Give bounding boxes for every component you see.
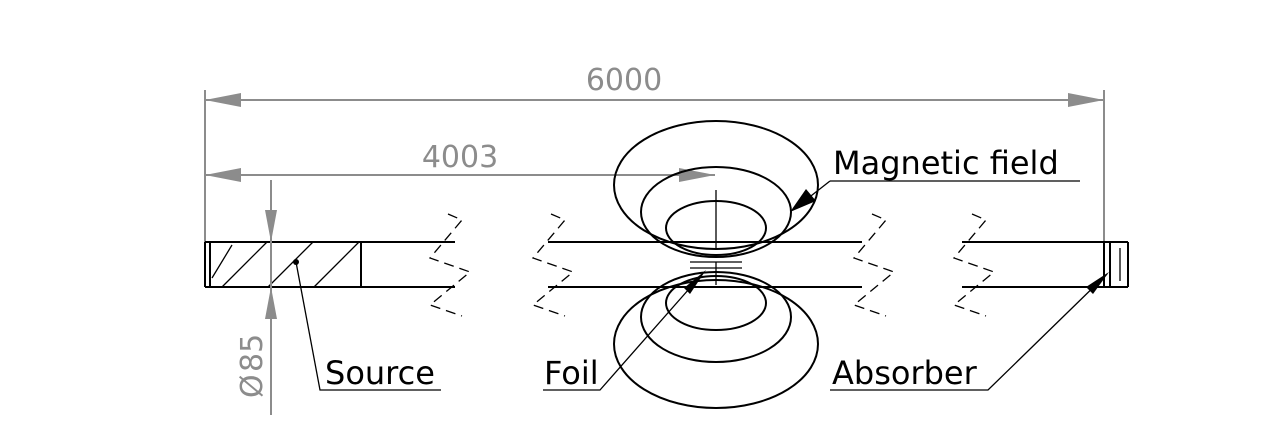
source-label: Source <box>325 354 435 392</box>
break-lines <box>428 213 996 317</box>
leader-absorber: Absorber <box>830 272 1109 392</box>
dimension-diameter: Ø 85 <box>235 180 277 415</box>
dimension-foil-distance: 4003 <box>205 140 715 182</box>
absorber-block <box>1103 242 1121 287</box>
foil-distance-value: 4003 <box>422 140 498 175</box>
arrowhead-left <box>205 93 241 107</box>
foil-plate <box>690 261 742 285</box>
tube-body <box>204 241 1129 288</box>
magnetic-field-upper <box>613 120 819 258</box>
arrowhead-right <box>1068 93 1104 107</box>
absorber-label: Absorber <box>832 354 978 392</box>
diameter-symbol: Ø <box>235 374 270 398</box>
leader-foil: Foil <box>543 270 706 392</box>
leader-magnetic-field: Magnetic field <box>790 144 1080 212</box>
leader-source: Source <box>295 261 441 392</box>
arrowhead-left <box>205 168 241 182</box>
dimension-total-length: 6000 <box>204 63 1105 242</box>
diameter-value: 85 <box>235 334 270 372</box>
magnetic-field-label: Magnetic field <box>833 144 1059 182</box>
arrowhead-bottom <box>265 287 277 319</box>
total-length-value: 6000 <box>586 63 662 98</box>
arrowhead-top <box>265 210 277 242</box>
source-block <box>209 241 362 288</box>
arrowhead-right <box>679 168 715 182</box>
foil-label: Foil <box>544 354 599 392</box>
